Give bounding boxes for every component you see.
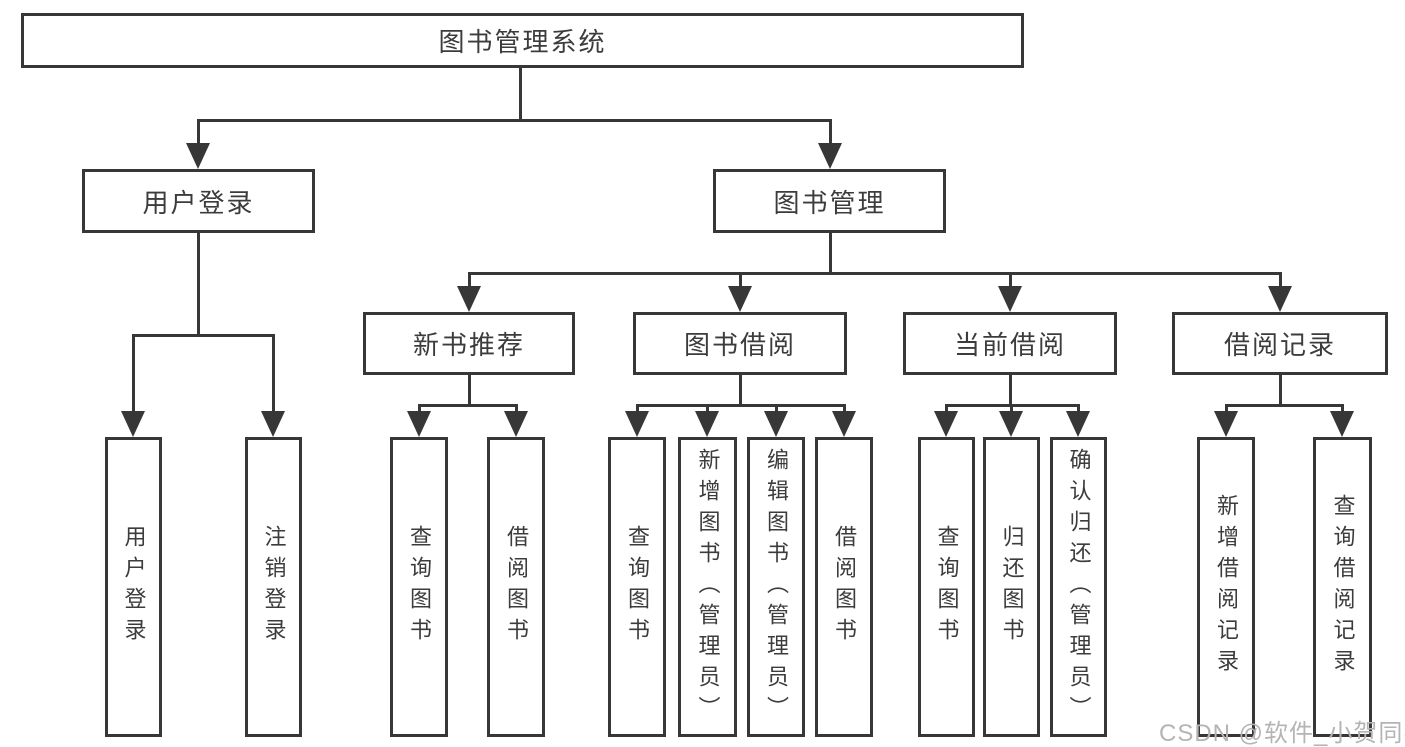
leaf-add-borrow-record: 新增借阅记录 (1197, 437, 1255, 737)
leaf-add-book-admin: 新增图书（管理员） (678, 437, 737, 737)
leaf-query-books-borrowing-label: 查询图书 (625, 525, 650, 649)
leaf-return-book-label: 归还图书 (999, 525, 1025, 649)
leaf-borrow-books-borrowing: 借阅图书 (815, 437, 873, 737)
node-book-borrowing-label: 图书借阅 (683, 330, 796, 360)
node-user-login: 用户登录 (82, 169, 315, 233)
arrowhead-down-icon (407, 411, 431, 437)
arrowhead-down-icon (818, 143, 842, 169)
node-borrowing-records: 借阅记录 (1172, 312, 1388, 375)
node-book-management-label: 图书管理 (773, 187, 886, 218)
arrowhead-down-icon (1330, 411, 1354, 437)
leaf-borrow-books-recommend-label: 借阅图书 (504, 525, 529, 649)
leaf-add-book-admin-label: 新增图书（管理员） (695, 447, 721, 727)
arrowhead-down-icon (998, 286, 1022, 312)
leaf-query-borrow-record-label: 查询借阅记录 (1330, 494, 1356, 680)
arrowhead-down-icon (832, 411, 856, 437)
leaf-add-borrow-record-label: 新增借阅记录 (1214, 494, 1239, 680)
node-new-book-recommendation: 新书推荐 (363, 312, 575, 375)
arrowhead-down-icon (1268, 286, 1292, 312)
node-book-borrowing: 图书借阅 (633, 312, 847, 375)
arrowhead-down-icon (728, 286, 752, 312)
leaf-user-login-label: 用户登录 (121, 525, 147, 649)
node-new-book-recommendation-label: 新书推荐 (412, 330, 525, 360)
arrowhead-down-icon (1214, 411, 1238, 437)
arrowhead-down-icon (1066, 411, 1090, 437)
arrowhead-down-icon (121, 411, 145, 437)
arrowhead-down-icon (695, 411, 719, 437)
node-book-management: 图书管理 (713, 169, 946, 233)
node-current-borrowing: 当前借阅 (903, 312, 1117, 375)
leaf-borrow-books-borrowing-label: 借阅图书 (832, 525, 857, 649)
leaf-borrow-books-recommend: 借阅图书 (487, 437, 545, 737)
leaf-query-borrow-record: 查询借阅记录 (1313, 437, 1372, 737)
leaf-query-books-recommend-label: 查询图书 (407, 525, 432, 649)
arrowhead-down-icon (457, 286, 481, 312)
arrowhead-down-icon (625, 411, 649, 437)
leaf-edit-book-admin: 编辑图书（管理员） (747, 437, 805, 737)
arrowhead-down-icon (934, 411, 958, 437)
watermark: CSDN @软件_小贺同学 (1159, 720, 1405, 747)
node-library-system-label: 图书管理系统 (438, 27, 607, 57)
node-library-system: 图书管理系统 (21, 13, 1024, 68)
leaf-query-books-current-label: 查询图书 (934, 525, 960, 649)
node-borrowing-records-label: 借阅记录 (1223, 330, 1336, 360)
leaf-return-book: 归还图书 (983, 437, 1040, 737)
arrowhead-down-icon (999, 411, 1023, 437)
leaf-confirm-return-admin: 确认归还（管理员） (1050, 437, 1107, 737)
arrowhead-down-icon (764, 411, 788, 437)
node-current-borrowing-label: 当前借阅 (953, 330, 1066, 360)
leaf-logout: 注销登录 (245, 437, 302, 737)
leaf-query-books-recommend: 查询图书 (390, 437, 448, 737)
node-user-login-label: 用户登录 (142, 187, 255, 218)
leaf-edit-book-admin-label: 编辑图书（管理员） (764, 447, 789, 727)
arrowhead-down-icon (186, 143, 210, 169)
leaf-user-login: 用户登录 (105, 437, 162, 737)
arrowhead-down-icon (504, 411, 528, 437)
leaf-confirm-return-admin-label: 确认归还（管理员） (1066, 447, 1092, 727)
leaf-query-books-borrowing: 查询图书 (608, 437, 666, 737)
leaf-query-books-current: 查询图书 (918, 437, 975, 737)
leaf-logout-label: 注销登录 (261, 525, 287, 649)
arrowhead-down-icon (261, 411, 285, 437)
